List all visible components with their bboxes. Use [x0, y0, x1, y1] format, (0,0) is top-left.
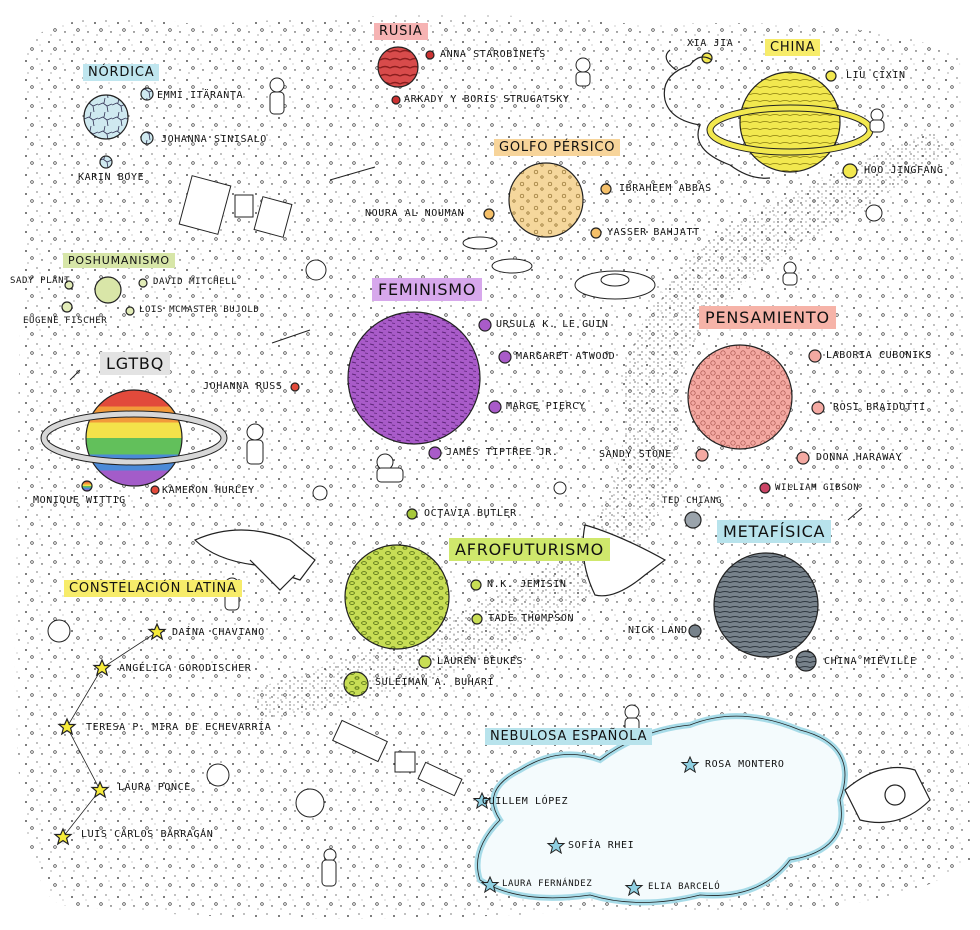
- category-golfo: Golfo Pérsico: [494, 139, 621, 156]
- author-label: James Tiptree Jr.: [446, 447, 559, 458]
- author-label: Ted Chiang: [662, 496, 723, 506]
- author-label: Rosa Montero: [705, 759, 785, 770]
- author-label: Yasser Bahjatt: [607, 227, 700, 238]
- category-rusia: Rusia: [374, 23, 428, 40]
- author-label: Teresa P. Mira de Echevarría: [86, 722, 272, 733]
- golfo-planet: [483, 162, 612, 239]
- author-label: Johanna Sinisalo: [161, 134, 267, 145]
- dragon-icon: [663, 49, 771, 179]
- author-label: Suleiman A. Buhari: [375, 677, 495, 688]
- author-label: Lois McMaster Bujold: [139, 305, 260, 315]
- category-afrofuturismo: Afrofuturismo: [449, 538, 611, 561]
- comet-icons: [69, 166, 863, 521]
- category-china: China: [765, 39, 821, 56]
- category-nordica: Nórdica: [83, 64, 160, 81]
- author-label: Johanna Russ: [203, 381, 283, 392]
- author-label: Luis Carlos Barragán: [81, 829, 214, 840]
- author-label: Laura Fernández: [502, 879, 593, 889]
- author-label: Laboria Cuboniks: [826, 350, 932, 361]
- category-espanola: Nebulosa española: [485, 728, 653, 745]
- author-label: Eugene Fischer: [23, 316, 108, 326]
- author-label: Ursula K. Le Guin: [496, 319, 609, 330]
- category-latina: Constelación latina: [64, 580, 242, 597]
- small-planets: [47, 204, 883, 818]
- space-shuttle-icon: [193, 529, 316, 591]
- nordica-planet: [83, 87, 154, 169]
- author-label: Marge Piercy: [506, 401, 586, 412]
- espanola-nebula: [473, 713, 848, 906]
- pensamiento-planet: [687, 344, 825, 494]
- author-label: Xia Jia: [687, 38, 734, 49]
- category-lgtbq: LGTBQ: [100, 352, 171, 375]
- author-label: Arkady y Boris Strugatsky: [404, 94, 570, 105]
- author-label: Tade Thompson: [488, 613, 575, 624]
- rusia-planet: [377, 46, 435, 105]
- author-label: David Mitchell: [153, 277, 238, 287]
- feminismo-planet: [347, 311, 512, 460]
- author-label: Daína Chaviano: [172, 627, 265, 638]
- category-metafisica: Metafísica: [717, 520, 832, 543]
- satellite-icon-2: [332, 719, 463, 797]
- author-label: Margaret Atwood: [516, 351, 616, 362]
- author-label: Sofía Rhei: [568, 840, 635, 851]
- author-label: Angélica Gorodischer: [119, 663, 252, 674]
- author-label: Lauren Beukes: [437, 656, 524, 667]
- author-label: Emmi Itäranta: [157, 90, 244, 101]
- author-label: Ibraheem Abbas: [619, 183, 712, 194]
- satellite-icon: [178, 175, 293, 238]
- metafisica-planet: [684, 511, 819, 672]
- author-label: Octavia Butler: [424, 508, 517, 519]
- author-label: China Miéville: [824, 656, 917, 667]
- author-label: Noura Al Nouman: [365, 208, 465, 219]
- author-label: Donna Haraway: [816, 452, 903, 463]
- author-label: Sady Plant: [10, 276, 71, 286]
- lgtbq-planet: [40, 382, 300, 495]
- author-label: N.K. Jemisin: [487, 579, 567, 590]
- author-label: William Gibson: [775, 483, 860, 493]
- afrofuturismo-planet: [343, 508, 483, 697]
- author-label: Kameron Hurley: [162, 485, 255, 496]
- author-label: Monique Wittig: [33, 495, 126, 506]
- author-label: Elia Barceló: [648, 882, 721, 892]
- milky-way-band: [250, 130, 955, 720]
- author-label: Hoo Jingfang: [864, 165, 944, 176]
- author-label: Guillem López: [482, 796, 569, 807]
- china-planet: [701, 52, 874, 179]
- category-pensamiento: Pensamiento: [699, 306, 836, 329]
- author-label: Rosi Braidotti: [833, 402, 926, 413]
- author-label: Sandy Stone: [599, 449, 672, 460]
- author-label: Nick Land: [628, 625, 688, 636]
- author-label: Liu Cixin: [846, 70, 906, 81]
- starship-icon: [844, 766, 931, 824]
- category-feminismo: Feminismo: [372, 278, 483, 301]
- ufo-icons: [462, 236, 656, 300]
- latina-constellation: [54, 623, 166, 845]
- category-poshumanismo: Poshumanismo: [63, 253, 175, 268]
- author-label: Anna Starobinets: [440, 49, 546, 60]
- poshumanismo-planet: [61, 276, 148, 316]
- author-label: Laura Ponce: [118, 782, 191, 793]
- author-label: Karin Boye: [78, 172, 145, 183]
